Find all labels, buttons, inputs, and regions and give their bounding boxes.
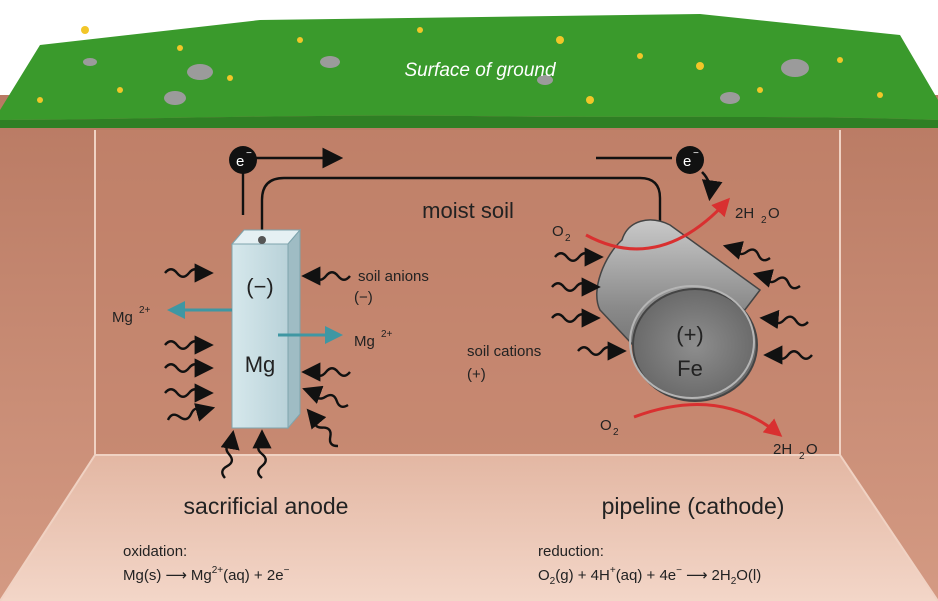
squiggle-arrow — [220, 429, 240, 480]
soil-anions-charge: (−) — [354, 289, 373, 306]
electron-right: e − — [676, 146, 704, 174]
reduction-title: reduction: — [538, 543, 604, 560]
squiggle-arrow — [163, 383, 214, 403]
soil-floor — [0, 455, 938, 601]
squiggle-arrow — [752, 269, 803, 291]
soil-cations-label: soil cations — [467, 343, 541, 360]
svg-text:O: O — [806, 441, 818, 458]
sacrificial-anode-label: sacrificial anode — [184, 493, 349, 519]
o2-label-bottom: O 2 — [600, 417, 619, 438]
soil-anions-label: soil anions — [358, 268, 429, 285]
soil-anion-squiggles — [163, 263, 352, 480]
squiggle-arrow — [301, 266, 352, 286]
squiggle-arrow — [553, 247, 604, 267]
surface-of-ground-label: Surface of ground — [404, 60, 556, 81]
oxidation-equation: Mg(s)⟶Mg2+(aq) + 2e− — [123, 565, 290, 584]
anode-charge-label: (−) — [246, 274, 274, 299]
squiggle-arrow — [550, 277, 601, 297]
svg-text:−: − — [246, 148, 252, 159]
water-label-bottom: 2H 2 O — [773, 441, 818, 462]
squiggle-arrow — [763, 345, 814, 365]
svg-text:−: − — [693, 148, 699, 159]
grass-surface — [0, 14, 938, 120]
water-label-top: 2H 2 O — [735, 205, 780, 226]
svg-text:Mg(s)⟶Mg2+(aq) + 2e−: Mg(s)⟶Mg2+(aq) + 2e− — [123, 565, 290, 584]
electron-down-arrow — [701, 171, 723, 202]
svg-text:e: e — [236, 153, 244, 170]
iron-pipeline — [596, 219, 762, 402]
moist-soil-label: moist soil — [422, 198, 514, 223]
svg-text:2: 2 — [565, 233, 571, 244]
squiggle-arrow — [576, 341, 627, 361]
svg-text:2+: 2+ — [139, 305, 151, 316]
svg-text:2H: 2H — [773, 441, 792, 458]
squiggle-arrow — [165, 403, 216, 425]
svg-text:e: e — [683, 153, 691, 170]
svg-text:O: O — [768, 205, 780, 222]
svg-text:O2(g) + 4H+(aq) + 4e−⟶2H2O(l): O2(g) + 4H+(aq) + 4e−⟶2H2O(l) — [538, 565, 761, 587]
squiggle-arrow — [163, 358, 214, 378]
magnesium-anode — [230, 228, 302, 430]
connecting-wire — [260, 176, 662, 245]
mg-ion-label-left: Mg 2+ — [112, 305, 151, 326]
oxidation-title: oxidation: — [123, 543, 187, 560]
svg-text:2: 2 — [761, 215, 767, 226]
squiggle-arrow — [252, 429, 272, 480]
squiggle-arrow — [759, 309, 810, 329]
anode-metal-label: Mg — [245, 352, 276, 377]
o2-label-top: O 2 — [552, 223, 571, 244]
svg-text:2H: 2H — [735, 205, 754, 222]
svg-text:Mg: Mg — [112, 309, 133, 326]
squiggle-arrow — [550, 308, 601, 328]
squiggle-arrow — [306, 408, 343, 450]
mg-ion-label-right: Mg 2+ — [354, 329, 393, 350]
cathode-metal-label: Fe — [677, 356, 703, 381]
svg-text:O: O — [552, 223, 564, 240]
squiggle-arrow — [722, 241, 773, 263]
squiggle-arrow — [163, 263, 214, 283]
cathode-charge-label: (+) — [676, 322, 704, 347]
electron-left: e − — [229, 146, 257, 174]
soil-cation-squiggles — [550, 241, 814, 365]
pipeline-cathode-label: pipeline (cathode) — [602, 493, 785, 519]
svg-text:2+: 2+ — [381, 329, 393, 340]
grass-stones — [83, 56, 809, 105]
svg-text:2: 2 — [799, 451, 805, 462]
grass-flowers — [37, 26, 883, 104]
o2-arrow-top — [585, 197, 731, 251]
o2-arrow-bottom — [633, 403, 783, 437]
svg-text:O: O — [600, 417, 612, 434]
soil-cations-charge: (+) — [467, 366, 486, 383]
squiggle-arrow — [302, 385, 351, 410]
squiggle-arrow — [301, 362, 352, 382]
svg-text:Mg: Mg — [354, 333, 375, 350]
squiggle-arrow — [163, 335, 214, 355]
reduction-equation: O2(g) + 4H+(aq) + 4e−⟶2H2O(l) — [538, 565, 761, 587]
svg-text:2: 2 — [613, 427, 619, 438]
